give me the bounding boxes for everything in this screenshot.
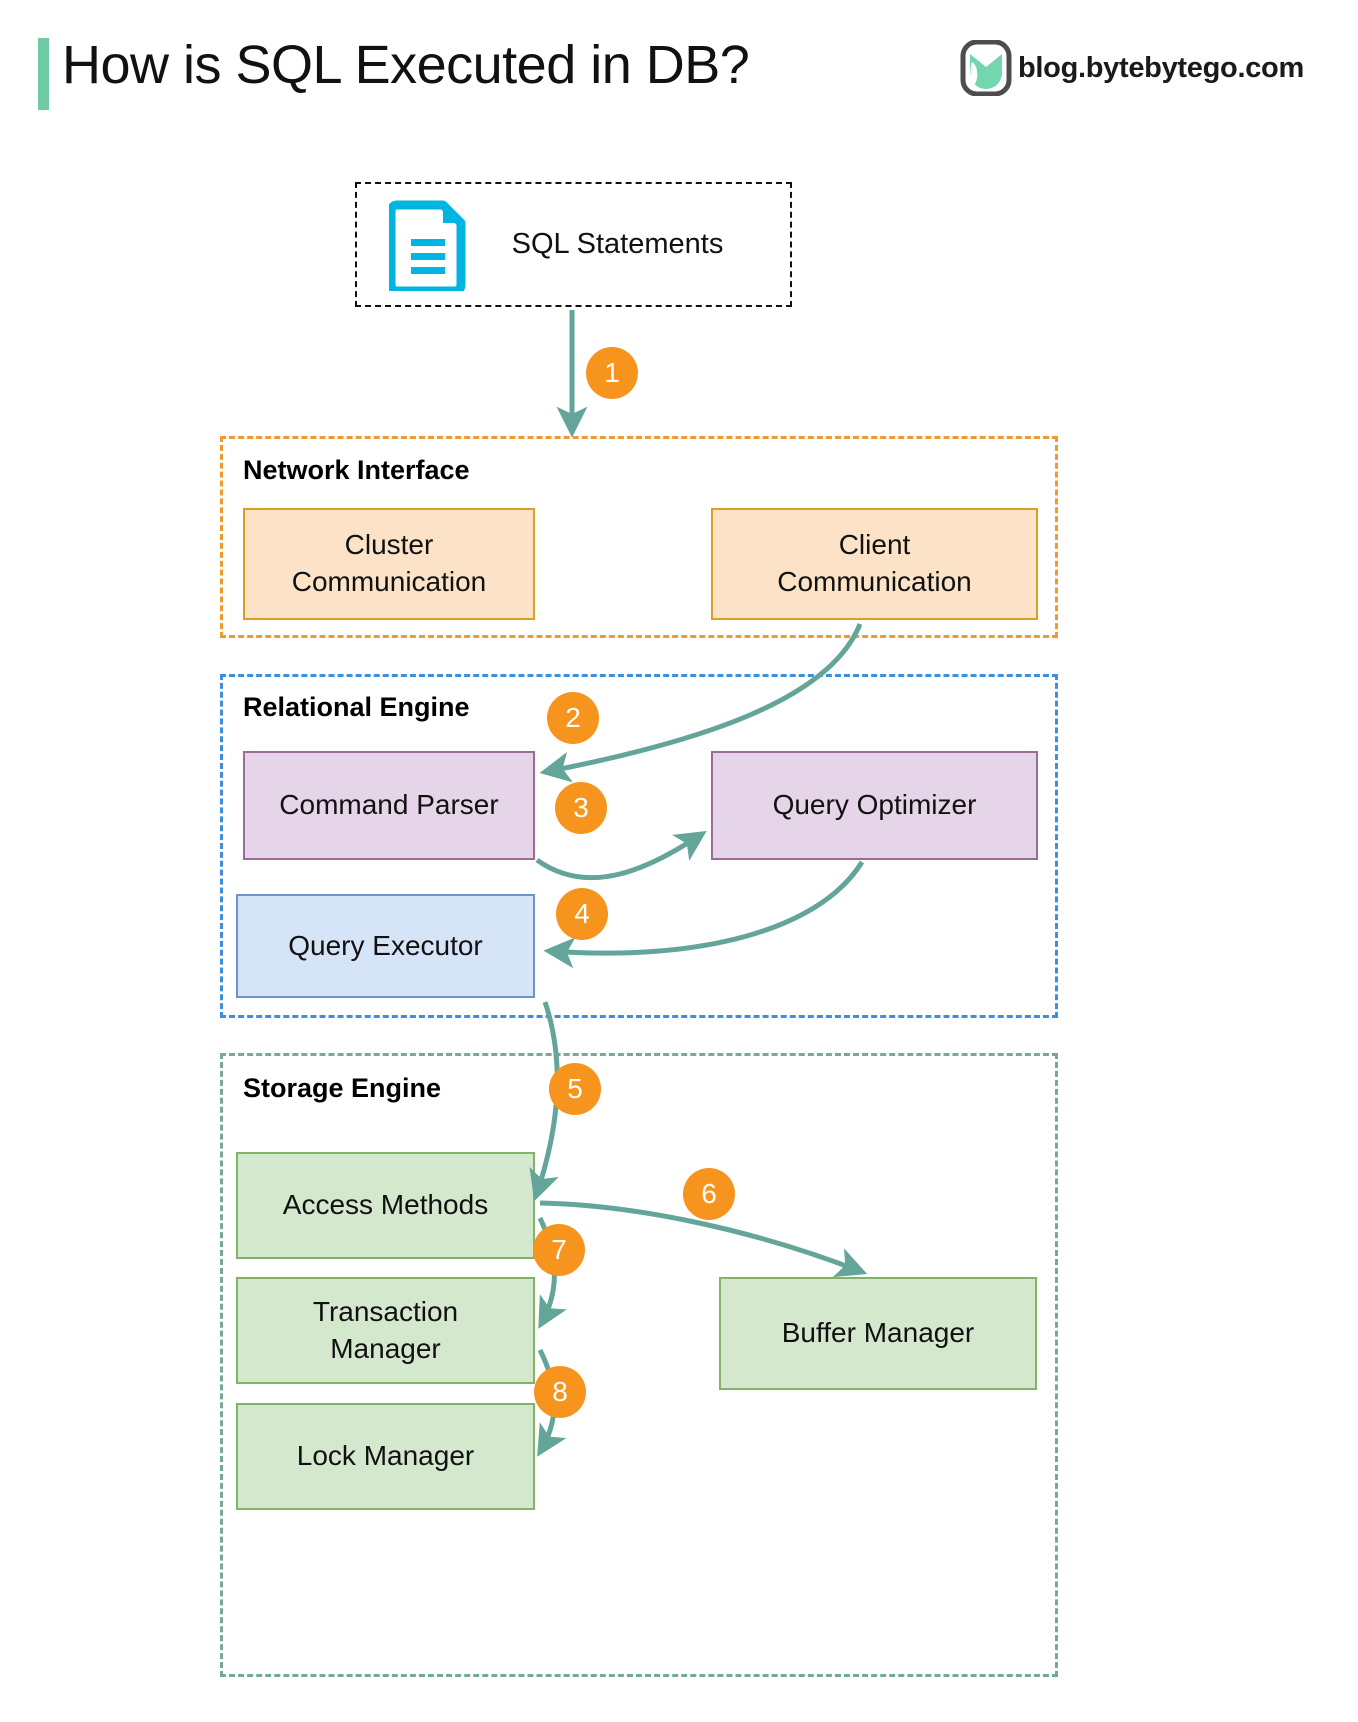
document-icon bbox=[389, 200, 466, 291]
node-label-line: Transaction bbox=[312, 1295, 459, 1327]
sql-statements-box: SQL Statements bbox=[355, 182, 792, 307]
step-number: 7 bbox=[551, 1234, 567, 1265]
step-number: 2 bbox=[565, 702, 581, 733]
node-label-line: Communication bbox=[291, 566, 487, 597]
step-badge-6: 6 bbox=[683, 1168, 735, 1220]
step-number: 4 bbox=[574, 898, 590, 929]
step-badge-4: 4 bbox=[556, 888, 608, 940]
node-query-executor[interactable]: Query Executor bbox=[236, 894, 535, 998]
step-badge-3: 3 bbox=[555, 782, 607, 834]
step-badge-8: 8 bbox=[534, 1366, 586, 1418]
node-transaction-manager[interactable]: Transaction Manager bbox=[236, 1277, 535, 1384]
node-label-line: Cluster bbox=[344, 529, 434, 561]
step-badge-7: 7 bbox=[533, 1224, 585, 1276]
step-badge-2: 2 bbox=[547, 692, 599, 744]
node-label-line: Client bbox=[838, 529, 911, 561]
step-number: 6 bbox=[701, 1178, 717, 1209]
node-label: Query Executor bbox=[288, 929, 483, 961]
group-label-storage-engine: Storage Engine bbox=[243, 1073, 442, 1103]
node-lock-manager[interactable]: Lock Manager bbox=[236, 1403, 535, 1510]
node-label: Access Methods bbox=[282, 1189, 489, 1221]
node-label: Command Parser bbox=[279, 789, 499, 821]
node-access-methods[interactable]: Access Methods bbox=[236, 1152, 535, 1259]
node-label: Query Optimizer bbox=[772, 789, 977, 821]
group-label-relational-engine: Relational Engine bbox=[243, 692, 470, 722]
bytebytego-logo-icon bbox=[960, 40, 1012, 96]
node-label: Buffer Manager bbox=[781, 1317, 975, 1349]
page-title: How is SQL Executed in DB? bbox=[62, 35, 750, 95]
step-badge-1: 1 bbox=[586, 347, 638, 399]
brand: blog.bytebytego.com bbox=[960, 40, 1304, 96]
group-label-network-interface: Network Interface bbox=[243, 455, 470, 485]
step-number: 5 bbox=[567, 1073, 583, 1104]
step-number: 8 bbox=[552, 1376, 568, 1407]
brand-label: blog.bytebytego.com bbox=[1018, 51, 1304, 84]
node-cluster-communication[interactable]: Cluster Communication bbox=[243, 508, 535, 620]
step-number: 3 bbox=[573, 792, 589, 823]
node-command-parser[interactable]: Command Parser bbox=[243, 751, 535, 860]
step-badge-5: 5 bbox=[549, 1063, 601, 1115]
group-storage-engine bbox=[220, 1053, 1058, 1677]
header: How is SQL Executed in DB? blog.bytebyte… bbox=[0, 0, 1358, 140]
node-query-optimizer[interactable]: Query Optimizer bbox=[711, 751, 1038, 860]
node-label: Lock Manager bbox=[296, 1440, 475, 1472]
node-label-line: Communication bbox=[777, 566, 972, 597]
sql-statements-label: SQL Statements bbox=[511, 228, 724, 260]
step-number: 1 bbox=[604, 357, 620, 388]
title-accent-bar bbox=[38, 38, 49, 110]
node-client-communication[interactable]: Client Communication bbox=[711, 508, 1038, 620]
node-buffer-manager[interactable]: Buffer Manager bbox=[719, 1277, 1037, 1390]
node-label-line: Manager bbox=[330, 1332, 441, 1364]
